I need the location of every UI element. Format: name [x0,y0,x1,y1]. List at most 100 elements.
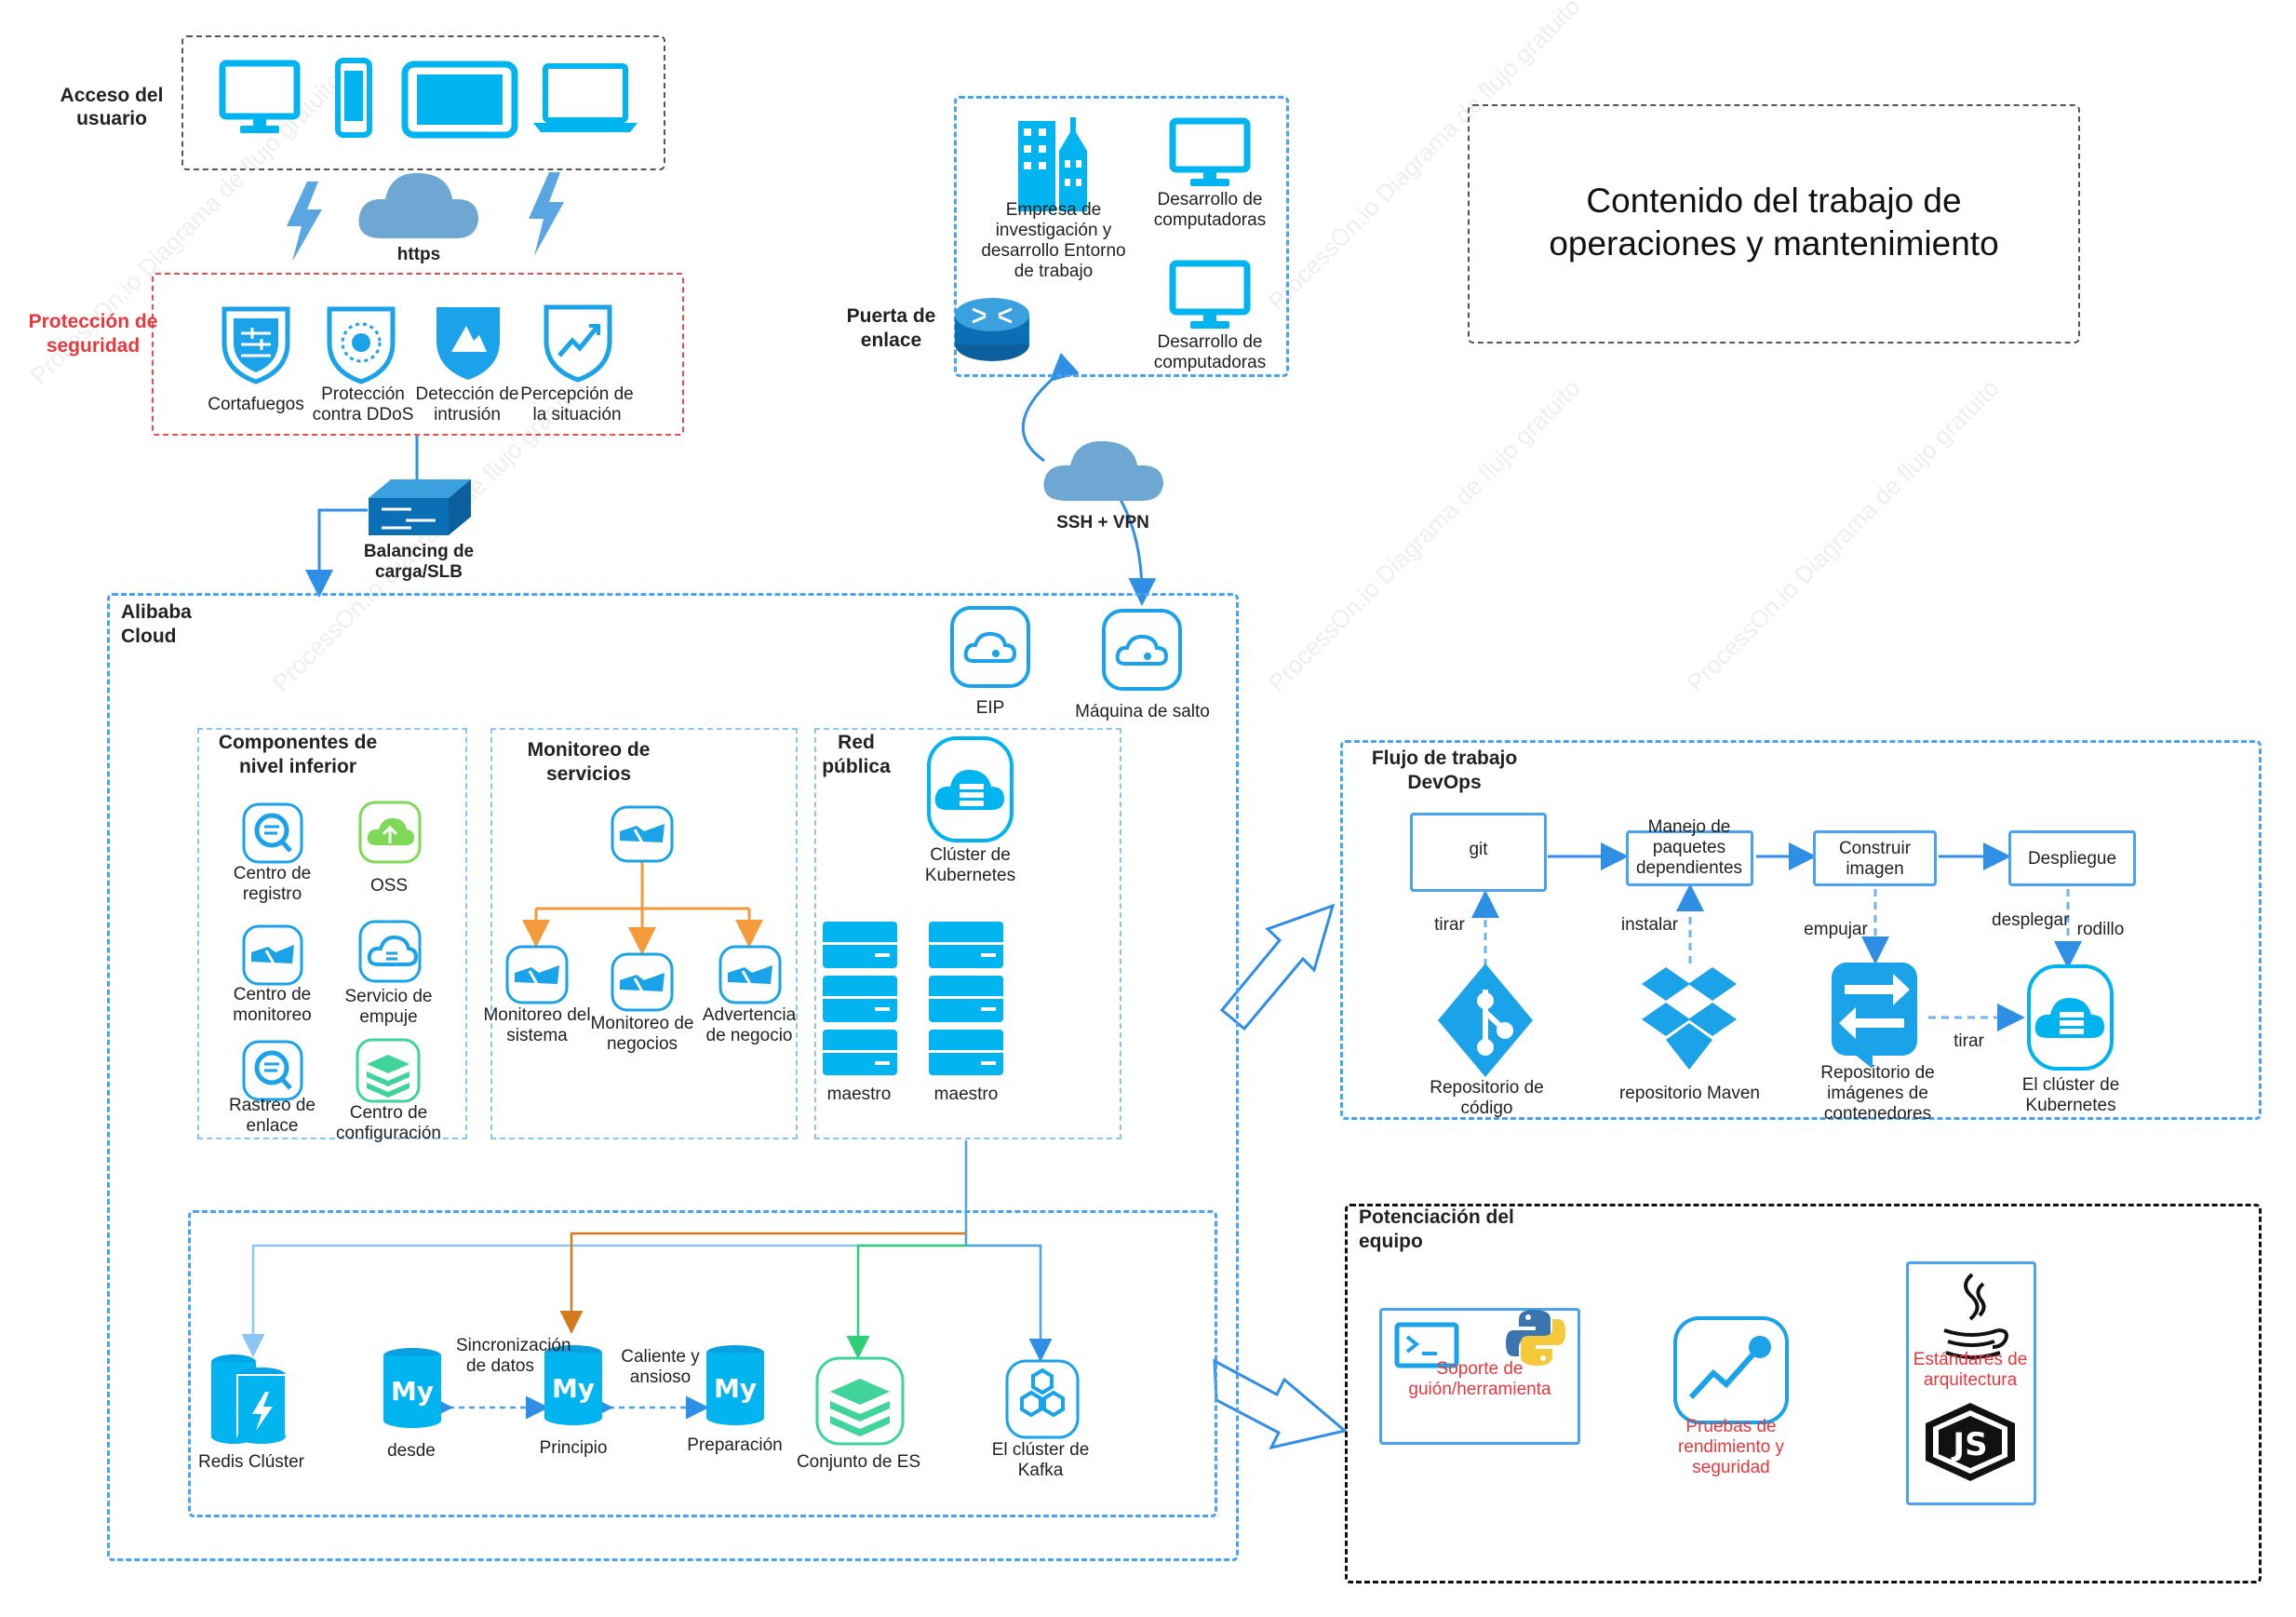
config-center-icon [356,1038,421,1103]
kubernetes-cluster-icon [927,736,1014,842]
business-alert-icon [718,945,782,1004]
rd-environment-box [954,96,1289,377]
python-icon [1506,1310,1565,1366]
security-label: Protección de seguridad [28,311,158,357]
terminal-icon [1394,1322,1459,1368]
nodejs-icon: JS [1926,1403,2015,1481]
log-center-label: Centro de registro [233,864,312,904]
cloud-icon [1043,440,1163,501]
office-building-icon [1018,117,1087,211]
firewall-icon [222,306,290,384]
eip-cloud-icon [950,606,1030,688]
script-tool-label: Soporte de guión/herramienta [1408,1359,1551,1399]
svg-text:JS: JS [1951,1426,1987,1463]
page-title: Contenido del trabajo de operaciones y m… [1549,182,1999,263]
oss-label: OSS [369,876,409,896]
ssh-vpn-label: SSH + VPN [1056,513,1149,532]
redis-cluster-icon [211,1354,287,1444]
firewall-label: Cortafuegos [208,395,304,414]
primary-label: Principio [539,1438,608,1458]
replica-label: desde [387,1441,436,1461]
standby-label: Preparación [687,1435,783,1455]
situation-awareness-icon [544,304,612,383]
es-cluster-label: Conjunto de ES [796,1452,921,1472]
devops-label: Flujo de trabajo DevOps [1371,748,1518,793]
container-registry-label: Repositorio de imágenes de contenedores [1820,1063,1935,1124]
tablet-icon [401,61,518,139]
devops-box [1340,740,2262,1120]
computer-icon [1169,260,1251,329]
performance-test-icon [1673,1316,1789,1424]
laptop-icon [533,63,638,132]
push-service-icon [358,920,422,983]
deploy-small-label: desplegar [1992,910,2070,930]
intrusion-detection-icon [436,307,500,380]
mysql-primary-icon: My [544,1345,602,1425]
oss-icon [358,801,422,864]
config-center-label: Centro de configuración [335,1103,442,1143]
mysql-standby-icon: My [706,1345,764,1425]
java-icon [1943,1273,2008,1359]
k8s-target-icon [2027,964,2114,1071]
business-alert-label: Advertencia de negocio [702,1005,797,1045]
ddos-label: Protección contra DDoS [312,384,414,424]
master-label-1: maestro [826,1085,892,1104]
log-center-icon [242,802,303,864]
server-rack-icon [823,922,897,1075]
container-registry-icon [1832,963,1917,1069]
git-repo-icon [1438,963,1533,1077]
code-repo-label: Repositorio de código [1430,1078,1544,1118]
maven-repo-icon [1642,967,1737,1070]
git-label: git [1469,840,1488,859]
deploy-step [2008,830,2136,886]
lightning-icon [529,172,564,256]
maven-repo-label: repositorio Maven [1618,1084,1761,1103]
user-access-label: Acceso del usuario [60,85,164,129]
redis-cluster-label: Redis Clúster [197,1452,305,1472]
load-balancer-switch-icon [369,479,471,535]
pull-label: tirar [1434,915,1465,935]
system-monitoring-label: Monitoreo del sistema [483,1005,591,1045]
ddos-protection-icon [327,306,396,384]
build-image-label: Construir imagen [1838,839,1912,879]
monitoring-center-icon [242,924,303,986]
k8s-target-label: El clúster de Kubernetes [2021,1075,2120,1115]
jump-server-icon [1102,609,1182,691]
intrusion-label: Detección de intrusión [415,384,519,424]
pull-label-2: tirar [1954,1031,1984,1051]
hot-standby-label: Caliente y ansioso [621,1347,700,1387]
cloud-icon [358,172,478,238]
phone-icon [335,58,372,138]
public-network-label: Red pública [822,732,891,777]
eip-label: EIP [975,698,1005,718]
lightning-icon [287,182,322,262]
monitoring-hub-icon [611,805,674,863]
https-label: https [396,245,441,264]
user-access-box [181,35,665,170]
team-box [1345,1204,2262,1583]
business-monitoring-icon [611,952,674,1012]
deploy-label: Despliegue [2027,849,2117,869]
push-label: empujar [1804,920,1868,939]
computer-icon [1169,117,1251,186]
dependency-step [1626,830,1753,886]
link-tracing-label: Rastreo de enlace [229,1096,316,1136]
mysql-replica-icon: My [383,1348,441,1428]
low-components-box [197,728,467,1139]
link-tracing-icon [242,1040,303,1101]
install-label: instalar [1620,915,1679,935]
push-service-label: Servicio de empuje [344,987,433,1027]
git-step [1410,813,1547,892]
kafka-cluster-label: El clúster de Kafka [991,1440,1090,1480]
business-monitoring-label: Monitoreo de negocios [590,1014,694,1054]
gateway-label: Puerta de enlace [846,305,936,351]
public-network-box [814,728,1121,1139]
monitoring-center-label: Centro de monitoreo [233,985,312,1025]
alibaba-cloud-box [107,593,1239,1561]
data-layer-box [188,1210,1217,1517]
service-monitoring-label: Monitoreo de servicios [527,739,651,785]
service-monitoring-box [490,728,798,1139]
es-cluster-icon [815,1356,905,1446]
